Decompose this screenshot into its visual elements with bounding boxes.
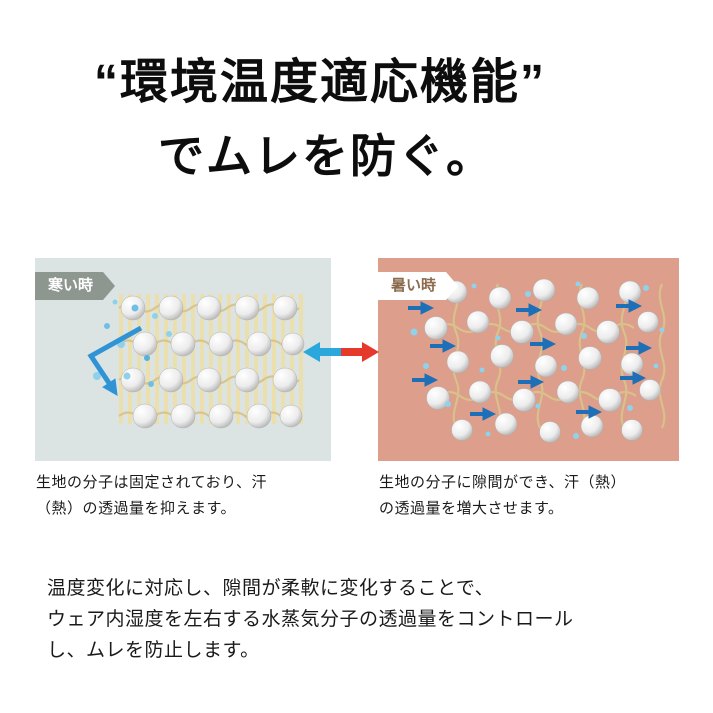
vapor-blocked-arrow <box>87 325 143 396</box>
cold-hot-transition-arrow <box>303 342 379 362</box>
cold-panel: 寒い時 <box>35 258 331 461</box>
hot-caption: 生地の分子に隙間ができ、汗（熱） の透過量を増大させます。 <box>379 474 626 518</box>
hot-fabric-illustration <box>408 278 666 443</box>
cold-arrow-half <box>303 342 341 362</box>
fabric-molecules <box>424 278 661 443</box>
hot-label-ribbon: 暑い時 <box>378 272 458 300</box>
hot-arrow-half <box>341 342 379 362</box>
cold-caption: 生地の分子は固定されており、汗 （熱）の透過量を抑えます。 <box>36 474 268 518</box>
hot-label: 暑い時 <box>391 277 437 294</box>
cold-label-ribbon: 寒い時 <box>35 272 115 300</box>
hot-panel: 暑い時 <box>378 258 679 461</box>
cold-fabric-illustration <box>87 294 305 429</box>
fabric-molecules <box>120 295 305 429</box>
vapor-dots <box>410 281 665 439</box>
page-title-line1: “環境温度適応機能” <box>94 56 547 109</box>
vapor-flow-arrows <box>408 299 653 421</box>
description-text: 温度変化に対応し、隙間が柔軟に変化することで、 ウェア内湿度を左右する水蒸気分子… <box>47 578 574 661</box>
page-title-line2: でムレを防ぐ。 <box>158 130 494 182</box>
cold-label: 寒い時 <box>48 277 94 294</box>
